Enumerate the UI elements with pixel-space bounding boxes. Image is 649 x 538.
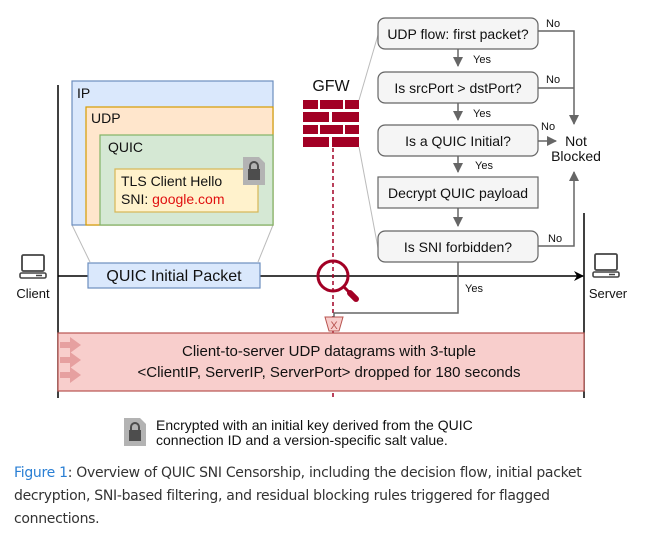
gfw-guide-bottom bbox=[358, 146, 379, 249]
flow-step-quic-initial bbox=[377, 124, 539, 157]
flow-step-port-compare bbox=[377, 71, 539, 104]
no-label: No bbox=[546, 18, 560, 30]
yes-label: Yes bbox=[475, 160, 493, 172]
figure-caption: Figure 1: Overview of QUIC SNI Censorshi… bbox=[14, 462, 634, 531]
flow-step-quic-initial-label: Is a QUIC Initial? bbox=[405, 133, 511, 149]
tls-client-hello-box bbox=[114, 168, 259, 213]
flow-step-sni-forbidden bbox=[377, 230, 539, 263]
yes-label: Yes bbox=[473, 54, 491, 66]
quic-initial-packet-box bbox=[87, 262, 261, 289]
quic-layer-label: QUIC bbox=[108, 139, 143, 155]
ip-layer-label: IP bbox=[77, 85, 90, 101]
quic-initial-packet-label: QUIC Initial Packet bbox=[106, 268, 242, 285]
flow-step-sni-forbidden-label: Is SNI forbidden? bbox=[404, 239, 512, 255]
udp-layer-label: UDP bbox=[91, 110, 121, 126]
yes-label: Yes bbox=[473, 108, 491, 120]
flow-step-first-packet bbox=[377, 17, 539, 50]
residual-block-box bbox=[57, 332, 585, 392]
no-label: No bbox=[548, 233, 562, 245]
no-label: No bbox=[541, 121, 555, 133]
tls-client-hello-label: TLS Client Hello bbox=[121, 173, 222, 189]
legend-text-line1: Encrypted with an initial key derived fr… bbox=[156, 417, 473, 433]
server-label: Server bbox=[589, 286, 628, 301]
flow-step-port-compare-label: Is srcPort > dstPort? bbox=[394, 80, 521, 96]
not-blocked-label-line1: Not bbox=[565, 133, 587, 149]
server-computer-icon bbox=[592, 253, 620, 278]
gfw-guide-top bbox=[358, 34, 379, 101]
figure-label-link[interactable]: Figure 1 bbox=[14, 465, 68, 481]
caption-text: : Overview of QUIC SNI Censorship, inclu… bbox=[14, 465, 582, 527]
svg-text:X: X bbox=[330, 320, 338, 332]
zoom-guide-right bbox=[257, 224, 274, 263]
firewall-icon bbox=[303, 100, 359, 147]
sni-value: google.com bbox=[152, 191, 224, 207]
gfw-label: GFW bbox=[312, 78, 350, 95]
residual-block-text-line2: <ClientIP, ServerIP, ServerPort> dropped… bbox=[137, 364, 520, 381]
dropped-datagram-arrows bbox=[60, 337, 81, 383]
not-blocked-label-line2: Blocked bbox=[551, 148, 601, 164]
flow-step-decrypt bbox=[377, 176, 539, 209]
flow-step-first-packet-label: UDP flow: first packet? bbox=[387, 26, 529, 42]
zoom-guide-left bbox=[71, 224, 91, 263]
client-label: Client bbox=[16, 286, 50, 301]
legend-lock-icon bbox=[124, 418, 146, 446]
flow-step-decrypt-label: Decrypt QUIC payload bbox=[388, 185, 528, 201]
lock-icon bbox=[243, 157, 265, 185]
drop-marker-icon: X bbox=[324, 316, 344, 332]
sni-line: SNI: google.com bbox=[121, 191, 225, 207]
sni-prefix: SNI: bbox=[121, 191, 152, 207]
client-computer-icon bbox=[19, 254, 47, 279]
residual-block-text-line1: Client-to-server UDP datagrams with 3-tu… bbox=[182, 343, 476, 360]
legend-text-line2: connection ID and a version-specific sal… bbox=[156, 432, 448, 448]
no-label: No bbox=[546, 74, 560, 86]
quic-censorship-diagram: IP UDP QUIC TLS Client Hello SNI: google… bbox=[16, 17, 628, 448]
yes-label: Yes bbox=[465, 283, 483, 295]
magnifier-icon bbox=[316, 259, 359, 302]
